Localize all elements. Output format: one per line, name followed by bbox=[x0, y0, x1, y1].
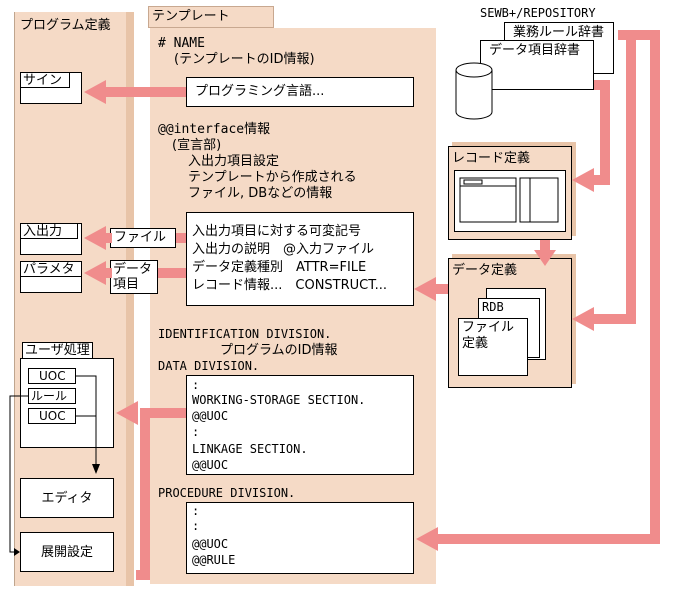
expansion-setting-box: 展開設定 bbox=[20, 532, 114, 572]
file-label-box: ファイル bbox=[110, 228, 176, 248]
data-division-box bbox=[186, 375, 414, 475]
param-label: パラメタ bbox=[20, 261, 82, 277]
user-process-label: ユーザ処理 bbox=[22, 342, 93, 360]
io-line-1: 入出力項目に対する可変記号 bbox=[192, 224, 362, 239]
file-def-label-1: ファイル bbox=[462, 320, 515, 335]
decl-line-3: ファイル, DBなどの情報 bbox=[188, 186, 333, 201]
data-line-6: @@UOC bbox=[192, 458, 229, 472]
program-definition-header-depth bbox=[126, 12, 134, 586]
data-item-label-1: データ bbox=[113, 262, 153, 277]
procedure-division: PROCEDURE DIVISION. bbox=[158, 486, 296, 500]
proc-line-1: : bbox=[192, 504, 200, 518]
record-screen-icon bbox=[454, 170, 566, 232]
io-label: 入出力 bbox=[20, 223, 78, 239]
data-line-4: : bbox=[192, 425, 200, 439]
program-definition-title: プログラム定義 bbox=[20, 18, 111, 33]
data-item-dictionary: データ項目辞書 bbox=[480, 40, 594, 90]
proc-line-4: @@RULE bbox=[192, 553, 236, 567]
decl-line-1: 入出力項目設定 bbox=[188, 154, 280, 169]
io-line-3: データ定義種別 ATTR=FILE bbox=[192, 260, 367, 275]
repository-database-icon bbox=[455, 62, 493, 120]
file-def-label-2: 定義 bbox=[462, 336, 489, 351]
data-line-5: LINKAGE SECTION. bbox=[192, 442, 308, 456]
rule-box: ルール bbox=[28, 388, 76, 404]
proc-line-2: : bbox=[192, 519, 200, 533]
editor-box: エディタ bbox=[20, 478, 114, 518]
uoc-box-2: UOC bbox=[28, 408, 76, 424]
name-description: (テンプレートのID情報) bbox=[174, 52, 315, 67]
data-line-1: : bbox=[192, 378, 200, 392]
template-title: テンプレート bbox=[152, 9, 230, 24]
template-tab bbox=[148, 6, 274, 28]
declaration-label: (宣言部) bbox=[172, 138, 222, 153]
program-id-info: プログラムのID情報 bbox=[220, 343, 338, 358]
io-line-4: レコード情報... CONSTRUCT... bbox=[192, 278, 388, 293]
io-variable-box bbox=[186, 212, 414, 306]
rdb-label: RDB bbox=[482, 300, 504, 314]
procedure-division-box bbox=[186, 502, 414, 574]
repository-title: SEWB+/REPOSITORY bbox=[480, 6, 596, 20]
name-header: # NAME bbox=[158, 36, 205, 51]
template-panel bbox=[150, 28, 436, 584]
uoc-box-1: UOC bbox=[28, 368, 76, 384]
proc-line-3: @@UOC bbox=[192, 537, 229, 551]
data-line-3: @@UOC bbox=[192, 409, 229, 423]
identification-division: IDENTIFICATION DIVISION. bbox=[158, 327, 332, 341]
data-item-label-2: 項目 bbox=[113, 277, 140, 292]
sign-label: サイン bbox=[20, 72, 70, 88]
data-line-2: WORKING-STORAGE SECTION. bbox=[192, 393, 366, 407]
interface-header: @@interface情報 bbox=[158, 122, 271, 137]
language-box: プログラミング言語... bbox=[186, 77, 414, 107]
decl-line-2: テンプレートから作成される bbox=[188, 170, 357, 185]
data-division: DATA DIVISION. bbox=[158, 359, 260, 373]
record-definition-title: レコード定義 bbox=[452, 151, 531, 166]
io-line-2: 入出力の説明 @入力ファイル bbox=[192, 242, 375, 257]
file-definition-page bbox=[458, 318, 528, 376]
data-definition-title: データ定義 bbox=[452, 263, 518, 278]
